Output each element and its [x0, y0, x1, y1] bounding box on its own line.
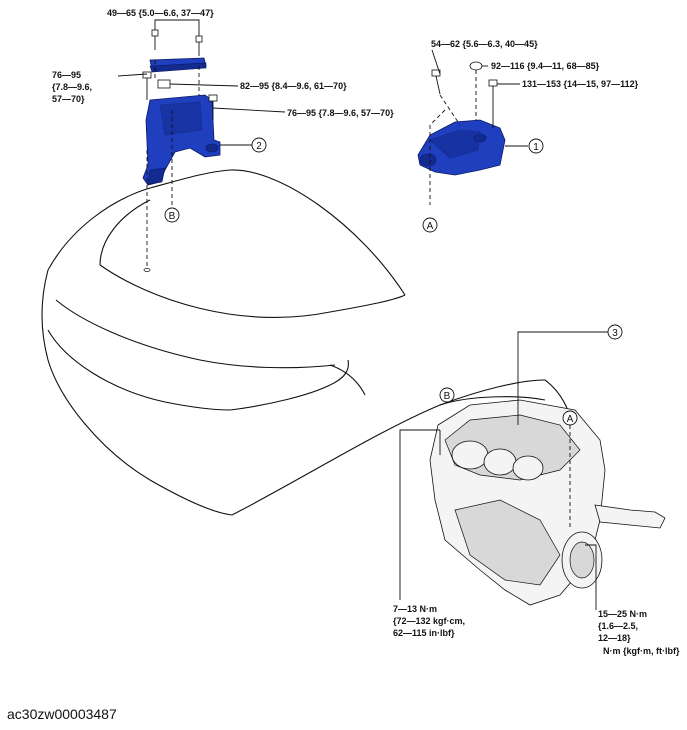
callout-2-label: 2	[256, 141, 262, 152]
engine-transaxle-assembly	[429, 399, 666, 606]
bolt-icon	[431, 61, 498, 128]
vehicle-body-outline	[41, 169, 576, 516]
torque-lower-right-1: 15—25 N·m	[598, 609, 647, 619]
torque-mount1-top: 54—62 {5.6—6.3, 40—45}	[431, 39, 538, 49]
torque-lower-right-2: {1.6—2.5,	[598, 621, 638, 631]
torque-labels: 49—65 {5.0—6.6, 37—47} 76—95 {7.8—9.6, 5…	[52, 8, 680, 656]
callout-3: 3	[607, 324, 623, 340]
callout-A-engine-label: A	[567, 414, 574, 425]
engine-mount-rubber-right	[417, 61, 528, 205]
torque-top-bracket: 49—65 {5.0—6.6, 37—47}	[107, 8, 214, 18]
callout-B-top: B	[164, 207, 180, 223]
callout-B-engine-label: B	[444, 391, 451, 402]
torque-mount1-nut: 92—116 {9.4—11, 68—85}	[491, 61, 600, 71]
torque-bracket2: 76—95 {7.8—9.6, 57—70}	[287, 108, 394, 118]
callout-A-top: A	[422, 217, 438, 233]
torque-lower-right-3: 12—18}	[598, 633, 631, 643]
torque-middle: 82—95 {8.4—9.6, 61—70}	[240, 81, 347, 91]
callout-A-engine: A	[562, 410, 578, 426]
callout-3-label: 3	[612, 328, 618, 339]
torque-mount1-bolt: 131—153 {14—15, 97—112}	[522, 79, 639, 89]
torque-lower-left-2: {72—132 kgf·cm,	[393, 616, 465, 626]
torque-left-line1: 76—95	[52, 70, 81, 80]
torque-lower-left-1: 7—13 N·m	[393, 604, 437, 614]
callout-A-top-label: A	[427, 221, 434, 232]
torque-left-line3: 57—70}	[52, 94, 85, 104]
torque-units-note: N·m {kgf·m, ft·lbf}	[603, 646, 680, 656]
bolt-icon	[151, 29, 203, 56]
leader-lines	[117, 49, 608, 610]
callout-B-top-label: B	[169, 211, 176, 222]
callout-B-engine: B	[439, 387, 455, 403]
engine-mount-bracket-assembly-left	[142, 19, 221, 272]
torque-lower-left-3: 62—115 in·lbf}	[393, 628, 455, 638]
callout-1-label: 1	[533, 142, 539, 153]
callout-2: 2	[251, 137, 267, 153]
figure-code: ac30zw00003487	[7, 706, 117, 722]
torque-left-line2: {7.8—9.6,	[52, 82, 92, 92]
callout-1: 1	[528, 138, 544, 154]
